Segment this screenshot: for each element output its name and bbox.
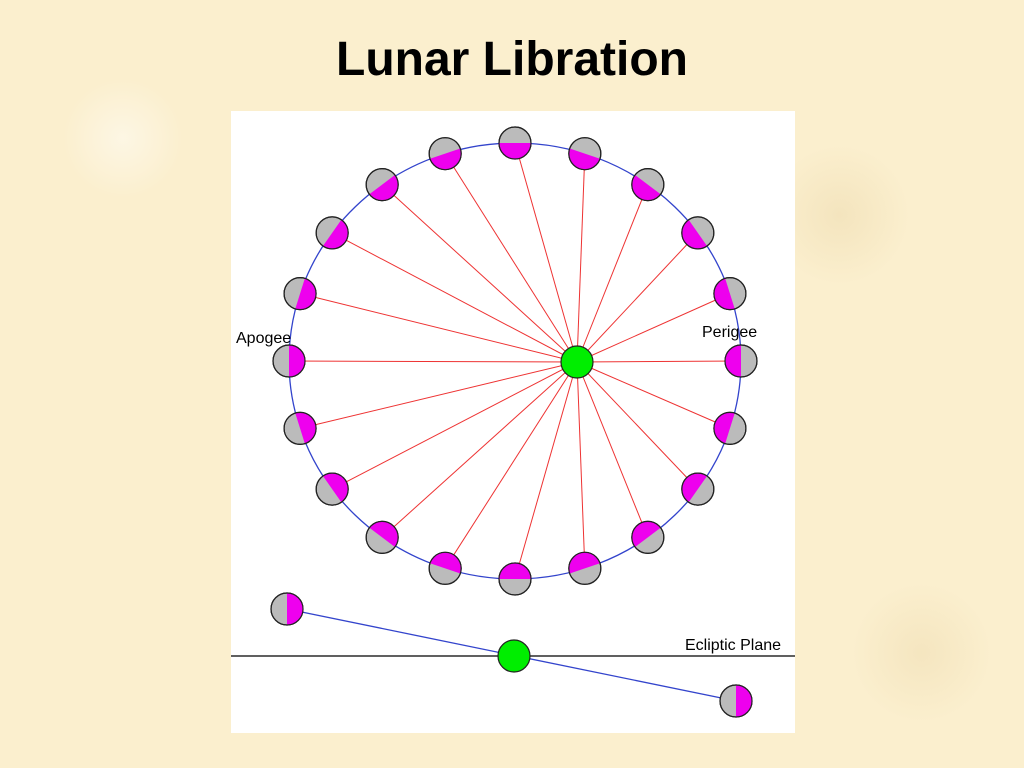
slide-title: Lunar Libration — [336, 33, 688, 86]
sight-line — [576, 361, 586, 569]
sight-line — [576, 153, 586, 363]
sight-line — [576, 360, 742, 363]
moon — [631, 168, 665, 202]
moon — [283, 411, 317, 445]
inclined-moon-upper — [270, 592, 304, 626]
moon — [428, 137, 462, 171]
inclined-moon-lower — [719, 684, 753, 718]
libration-diagram: Apogee Perigee Ecliptic Plane — [231, 126, 795, 718]
sight-line — [444, 361, 578, 569]
sight-line — [331, 361, 578, 490]
sight-line — [331, 232, 578, 363]
moon — [283, 277, 317, 311]
sight-line — [576, 361, 699, 490]
ecliptic-plane-label: Ecliptic Plane — [685, 637, 781, 654]
sight-line — [514, 142, 578, 363]
moon — [724, 344, 758, 378]
moon — [272, 344, 306, 378]
moon — [568, 551, 602, 585]
orbit-view — [272, 126, 758, 596]
sight-line — [576, 184, 649, 363]
moon — [713, 411, 747, 445]
moon — [568, 137, 602, 171]
sight-line — [381, 184, 578, 363]
libration-diagram-panel: Apogee Perigee Ecliptic Plane — [231, 111, 795, 733]
moon — [681, 472, 715, 506]
sight-line — [299, 293, 578, 363]
moon — [315, 472, 349, 506]
sight-line — [576, 293, 731, 363]
sight-line — [576, 361, 649, 538]
sight-line — [381, 361, 578, 538]
moon — [681, 216, 715, 250]
moon — [315, 216, 349, 250]
sight-line — [299, 361, 578, 429]
sight-line — [514, 361, 578, 580]
moon — [498, 126, 532, 160]
moon — [498, 562, 532, 596]
perigee-label: Perigee — [702, 324, 757, 341]
moon — [713, 277, 747, 311]
inclination-view — [231, 592, 795, 718]
sight-line — [288, 360, 578, 363]
moon — [365, 520, 399, 554]
sight-line — [576, 361, 731, 429]
moon — [365, 168, 399, 202]
earth — [560, 345, 594, 379]
moon — [428, 551, 462, 585]
earth-side-view — [497, 639, 531, 673]
sight-line — [444, 153, 578, 363]
apogee-label: Apogee — [236, 330, 291, 347]
sight-line — [576, 232, 699, 363]
moon — [631, 520, 665, 554]
